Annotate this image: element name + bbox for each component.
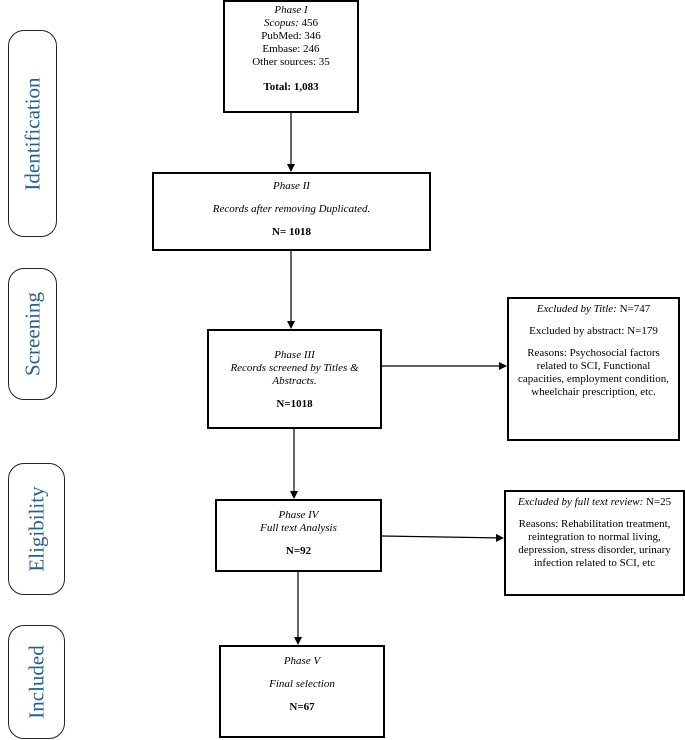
excluded-full-text-value: N=25 bbox=[643, 496, 672, 508]
excluded-screening-box: Excluded by Title: N=747 Excluded by abs… bbox=[507, 297, 680, 441]
stage-screening: Screening bbox=[8, 268, 57, 400]
excluded-screening-reasons: Reasons: Psychosocial factors related to… bbox=[518, 347, 669, 398]
phase-2-title: Phase II bbox=[273, 180, 310, 192]
phase-1-embase: Embase: 246 bbox=[262, 43, 320, 55]
scopus-value: 456 bbox=[298, 17, 319, 29]
stage-identification: Identification bbox=[8, 30, 57, 237]
excluded-title-label: Excluded by Title: bbox=[536, 303, 617, 315]
phase-2-box: Phase II Records after removing Duplicat… bbox=[152, 172, 431, 251]
phase-3-title: Phase III bbox=[274, 349, 315, 361]
stage-eligibility: Eligibility bbox=[8, 463, 65, 595]
excluded-by-abstract: Excluded by abstract: N=179 bbox=[529, 325, 658, 337]
stage-included: Included bbox=[8, 625, 65, 739]
phase-4-count: N=92 bbox=[285, 545, 312, 557]
phase-1-scopus: Scopus: 456 bbox=[225, 17, 357, 30]
phase-1-title: Phase I bbox=[274, 4, 308, 16]
phase-1-total: Total: 1,083 bbox=[263, 81, 319, 93]
phase-5-desc: Final selection bbox=[269, 678, 335, 690]
phase-5-box: Phase V Final selection N=67 bbox=[219, 645, 385, 738]
phase-4-box: Phase IV Full text Analysis N=92 bbox=[215, 499, 382, 572]
phase-3-count: N=1018 bbox=[276, 398, 313, 410]
phase-5-title: Phase V bbox=[283, 655, 321, 667]
phase-2-desc: Records after removing Duplicated. bbox=[212, 203, 371, 215]
excluded-full-text: Excluded by full text review: N=25 bbox=[514, 496, 675, 509]
arrow-phase4-to-excluded bbox=[381, 533, 504, 542]
scopus-label: Scopus: bbox=[263, 17, 299, 29]
phase-1-box: Phase I Scopus: 456 PubMed: 346 Embase: … bbox=[223, 0, 359, 113]
excluded-title-value: N=747 bbox=[616, 303, 651, 315]
excluded-full-text-label: Excluded by full text review: bbox=[517, 496, 644, 508]
phase-2-count: N= 1018 bbox=[272, 226, 311, 238]
phase-3-box: Phase III Records screened by Titles & A… bbox=[207, 329, 382, 429]
phase-3-desc-line2: Abstracts. bbox=[272, 375, 317, 387]
phase-4-title: Phase IV bbox=[278, 509, 319, 521]
phase-5-count: N=67 bbox=[289, 701, 315, 713]
phase-4-desc: Full text Analysis bbox=[260, 522, 337, 534]
excluded-eligibility-reasons: Reasons: Rehabilitation treatment, reint… bbox=[518, 518, 671, 569]
phase-3-desc-line1: Records screened by Titles & bbox=[230, 362, 359, 374]
phase-1-other: Other sources: 35 bbox=[252, 56, 330, 68]
phase-1-pubmed: PubMed: 346 bbox=[261, 30, 321, 42]
excluded-by-title: Excluded by Title: N=747 bbox=[517, 303, 670, 316]
excluded-eligibility-box: Excluded by full text review: N=25 Reaso… bbox=[504, 490, 685, 596]
